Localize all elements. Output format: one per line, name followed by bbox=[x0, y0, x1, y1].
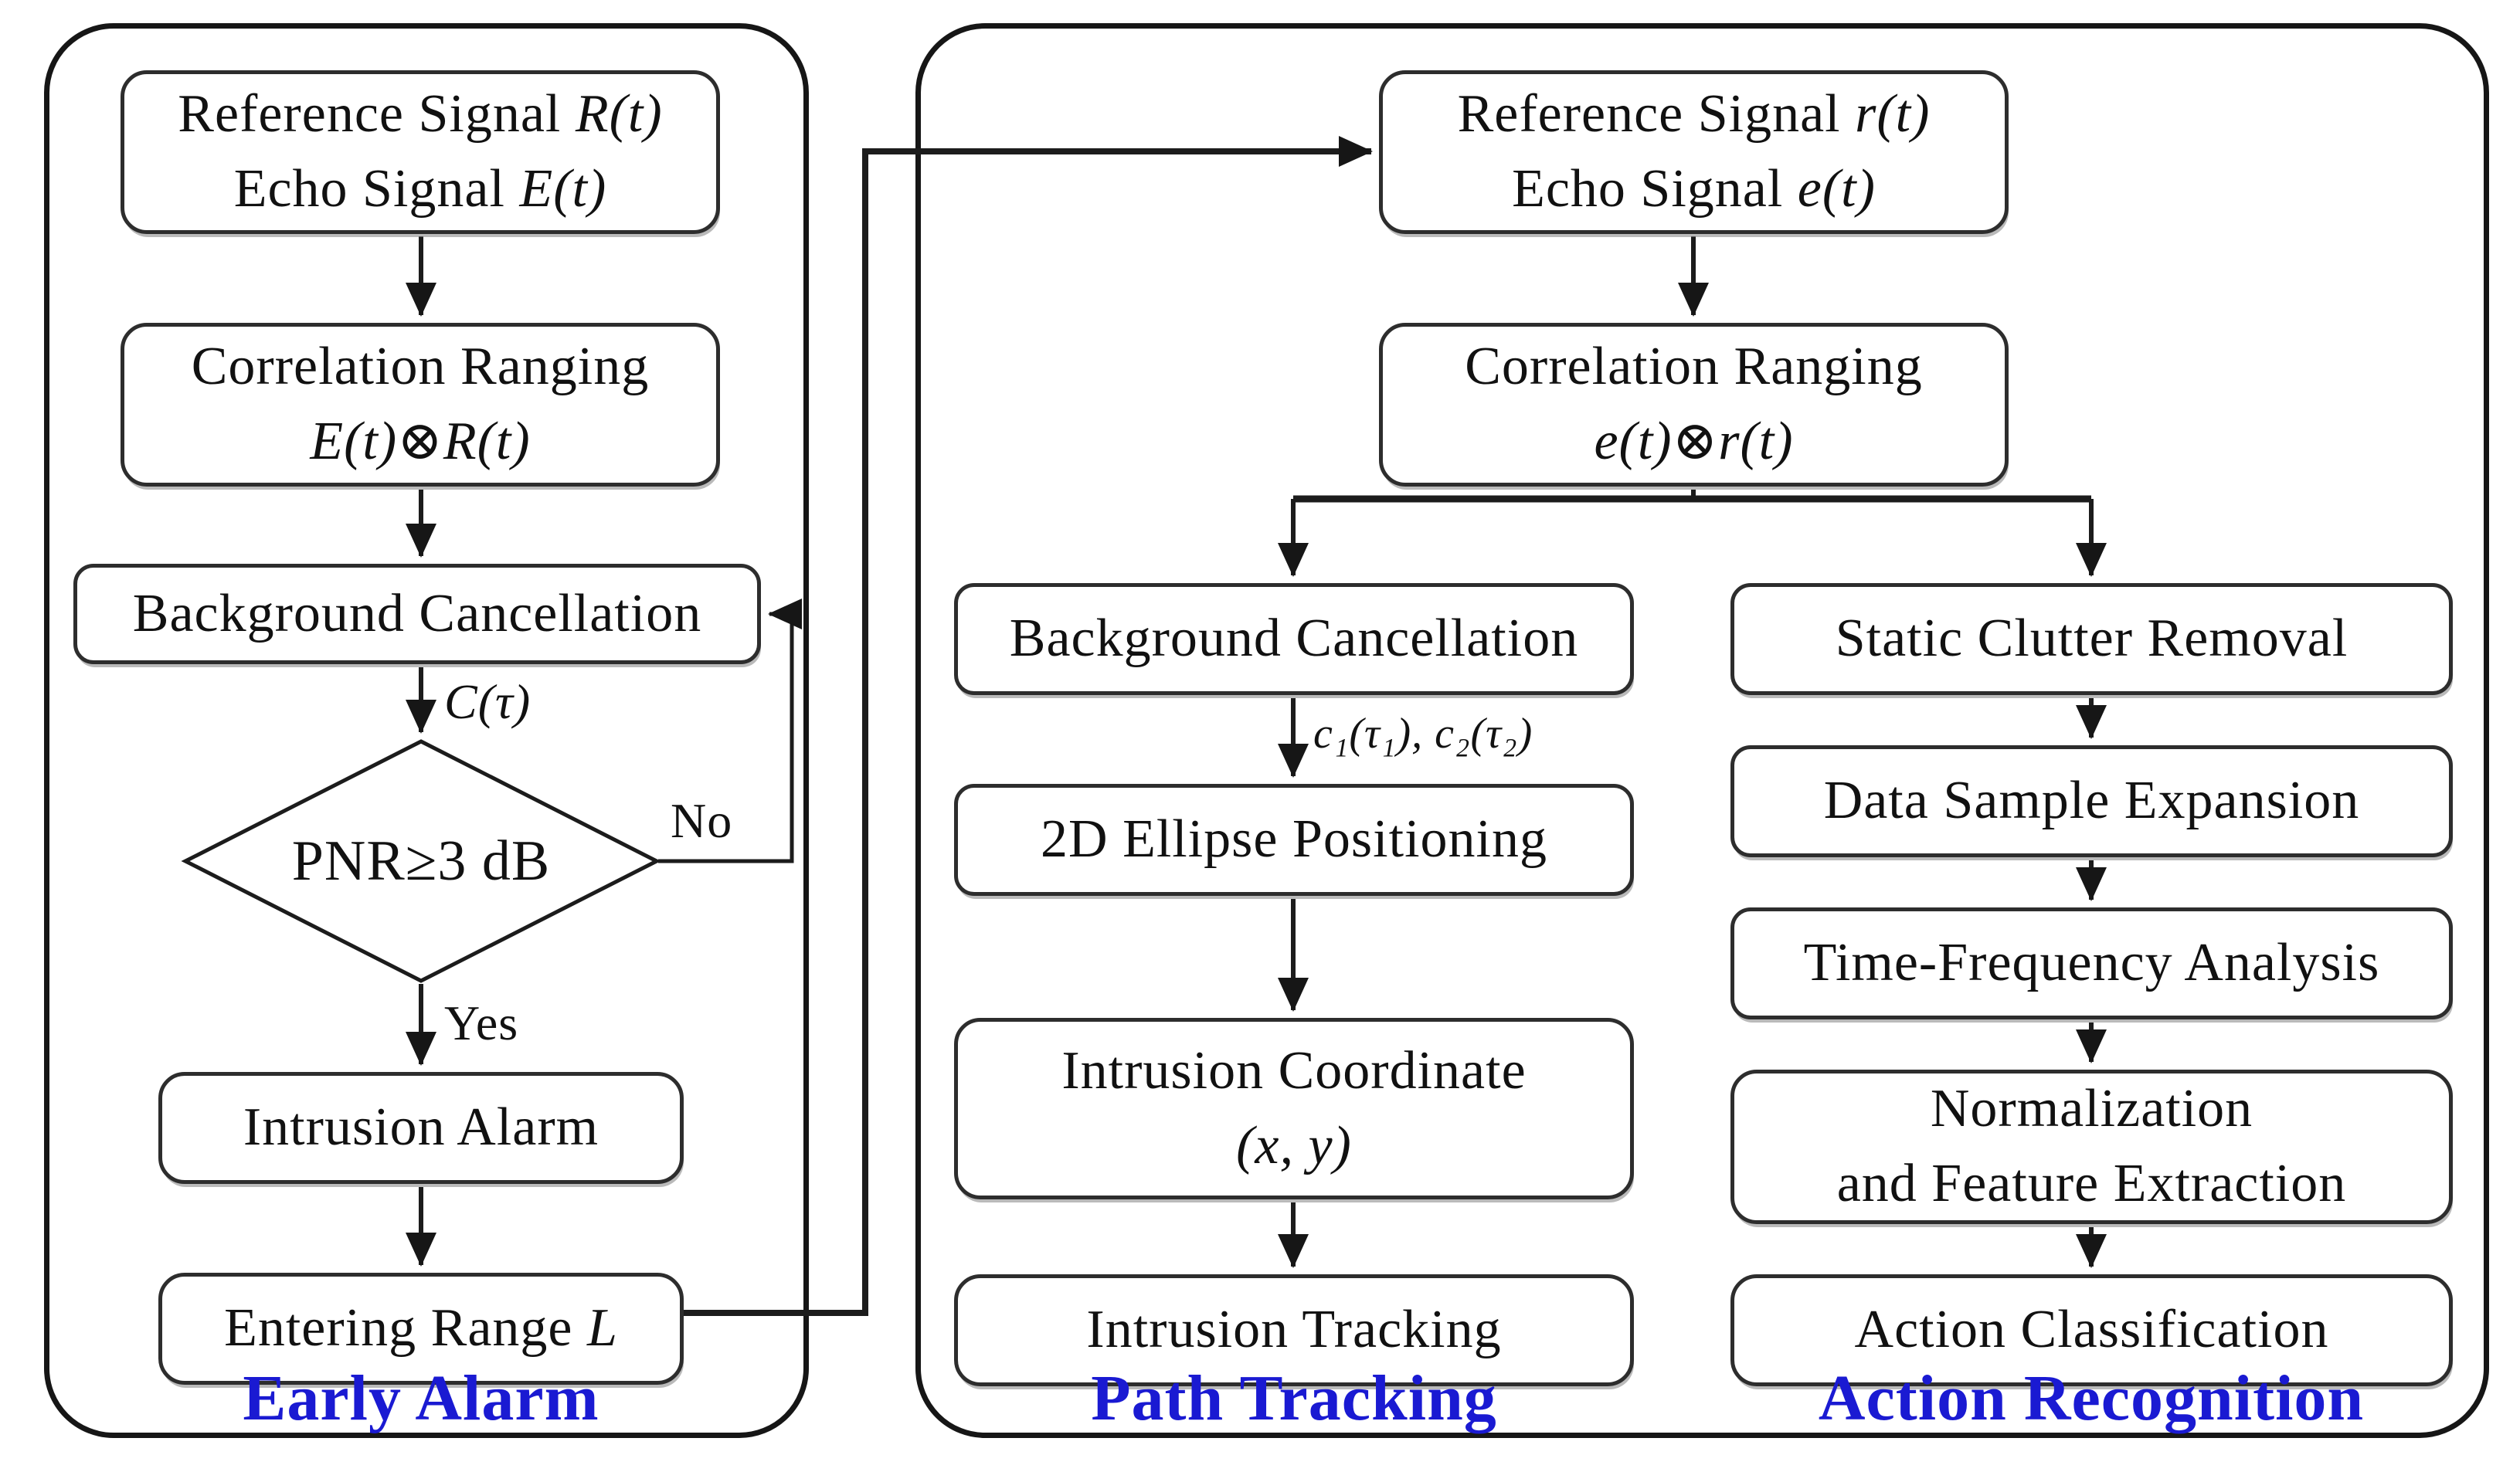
node-text-line: (x, y) bbox=[958, 1109, 1630, 1184]
node-correlation-ranging-right: Correlation Ranging e(t)⊗r(t) bbox=[1379, 323, 2009, 487]
node-text-line: Background Cancellation bbox=[958, 602, 1630, 677]
node-text-math: E(t) bbox=[519, 159, 607, 219]
node-text-plain: Intrusion Alarm bbox=[243, 1097, 599, 1158]
section-title-action-recognition: Action Recognition bbox=[1818, 1362, 2365, 1434]
node-time-frequency-analysis: Time-Frequency Analysis bbox=[1730, 907, 2453, 1019]
node-text-line: Reference Signal r(t) bbox=[1383, 77, 2005, 152]
node-text-line: 2D Ellipse Positioning bbox=[958, 802, 1630, 877]
node-text-plain: Action Classification bbox=[1854, 1300, 2329, 1360]
node-intrusion-alarm: Intrusion Alarm bbox=[158, 1072, 684, 1184]
node-reference-echo-signal-left: Reference Signal R(t) Echo Signal E(t) bbox=[121, 70, 720, 234]
node-text-line: Correlation Ranging bbox=[1383, 330, 2005, 405]
edge-label-c1-c2: c₁(τ₁), c₂(τ₂) bbox=[1313, 710, 1533, 758]
node-text-line: and Feature Extraction bbox=[1734, 1147, 2449, 1222]
node-text-math: e(t)⊗r(t) bbox=[1594, 412, 1794, 471]
node-action-classification: Action Classification bbox=[1730, 1274, 2453, 1386]
node-text-plain: Echo Signal bbox=[1512, 159, 1798, 219]
node-text-line: E(t)⊗R(t) bbox=[124, 405, 716, 480]
node-text-line: Echo Signal E(t) bbox=[124, 152, 716, 227]
node-text-line: e(t)⊗r(t) bbox=[1383, 405, 2005, 480]
node-text-plain: Background Cancellation bbox=[1009, 609, 1579, 669]
node-intrusion-coordinate: Intrusion Coordinate (x, y) bbox=[954, 1018, 1634, 1199]
node-text-line: Background Cancellation bbox=[77, 577, 757, 652]
node-text-plain: Reference Signal bbox=[178, 84, 576, 144]
node-entering-range: Entering Range L bbox=[158, 1273, 684, 1385]
panel-early-alarm bbox=[44, 23, 809, 1438]
node-text-math: e(t) bbox=[1797, 159, 1876, 219]
node-text-line: Echo Signal e(t) bbox=[1383, 152, 2005, 227]
node-text-line: Intrusion Alarm bbox=[162, 1090, 680, 1165]
node-text-plain: Intrusion Coordinate bbox=[1061, 1040, 1527, 1101]
node-text-plain: Reference Signal bbox=[1457, 84, 1856, 144]
node-text-plain: Background Cancellation bbox=[132, 583, 702, 643]
edge-label-yes: Yes bbox=[444, 995, 519, 1050]
node-text-plain: 2D Ellipse Positioning bbox=[1041, 809, 1547, 870]
node-text-line: Static Clutter Removal bbox=[1734, 602, 2449, 677]
section-title-path-tracking: Path Tracking bbox=[1091, 1362, 1497, 1434]
node-correlation-ranging-left: Correlation Ranging E(t)⊗R(t) bbox=[121, 323, 720, 487]
node-text-plain: Normalization bbox=[1930, 1079, 2253, 1139]
node-reference-echo-signal-right: Reference Signal r(t) Echo Signal e(t) bbox=[1379, 70, 2009, 234]
node-2d-ellipse-positioning: 2D Ellipse Positioning bbox=[954, 784, 1634, 896]
node-text-math: r(t) bbox=[1855, 84, 1931, 144]
node-text-math: R(t) bbox=[575, 84, 663, 144]
node-text-plain: Echo Signal bbox=[233, 159, 520, 219]
node-text-line: Intrusion Tracking bbox=[958, 1293, 1630, 1368]
node-normalization-feature-extraction: Normalization and Feature Extraction bbox=[1730, 1070, 2453, 1224]
node-text-plain: Static Clutter Removal bbox=[1835, 609, 2348, 669]
node-text-math: E(t)⊗R(t) bbox=[310, 412, 531, 471]
node-text-math: (x, y) bbox=[1236, 1115, 1352, 1175]
node-text-line: Entering Range L bbox=[162, 1291, 680, 1366]
node-text-plain: Entering Range bbox=[224, 1298, 587, 1358]
node-background-cancellation-left: Background Cancellation bbox=[73, 564, 761, 664]
node-text-plain: Correlation Ranging bbox=[1465, 337, 1923, 397]
node-text-plain: Time-Frequency Analysis bbox=[1803, 933, 2380, 993]
node-text-line: Action Classification bbox=[1734, 1293, 2449, 1368]
node-text-line: Time-Frequency Analysis bbox=[1734, 926, 2449, 1001]
node-text-plain: Intrusion Tracking bbox=[1086, 1300, 1502, 1360]
node-text-line: Data Sample Expansion bbox=[1734, 764, 2449, 839]
node-background-cancellation-mid: Background Cancellation bbox=[954, 583, 1634, 695]
node-data-sample-expansion: Data Sample Expansion bbox=[1730, 745, 2453, 857]
node-text-line: Correlation Ranging bbox=[124, 330, 716, 405]
node-text-line: Normalization bbox=[1734, 1072, 2449, 1147]
node-text-plain: Correlation Ranging bbox=[191, 337, 650, 397]
node-pnr-decision: PNR≥3 dB bbox=[189, 807, 653, 915]
node-text-plain: Data Sample Expansion bbox=[1823, 771, 2360, 831]
node-text-math: L bbox=[586, 1298, 618, 1358]
panel-tracking-and-recognition bbox=[915, 23, 2489, 1438]
node-text-plain: and Feature Extraction bbox=[1836, 1154, 2347, 1213]
edge-label-no: No bbox=[671, 793, 733, 848]
decision-text: PNR≥3 dB bbox=[291, 829, 551, 893]
section-title-early-alarm: Early Alarm bbox=[243, 1362, 599, 1434]
node-static-clutter-removal: Static Clutter Removal bbox=[1730, 583, 2453, 695]
node-text-line: Reference Signal R(t) bbox=[124, 77, 716, 152]
edge-label-c-tau: C(τ) bbox=[444, 674, 532, 729]
node-text-line: Intrusion Coordinate bbox=[958, 1034, 1630, 1109]
